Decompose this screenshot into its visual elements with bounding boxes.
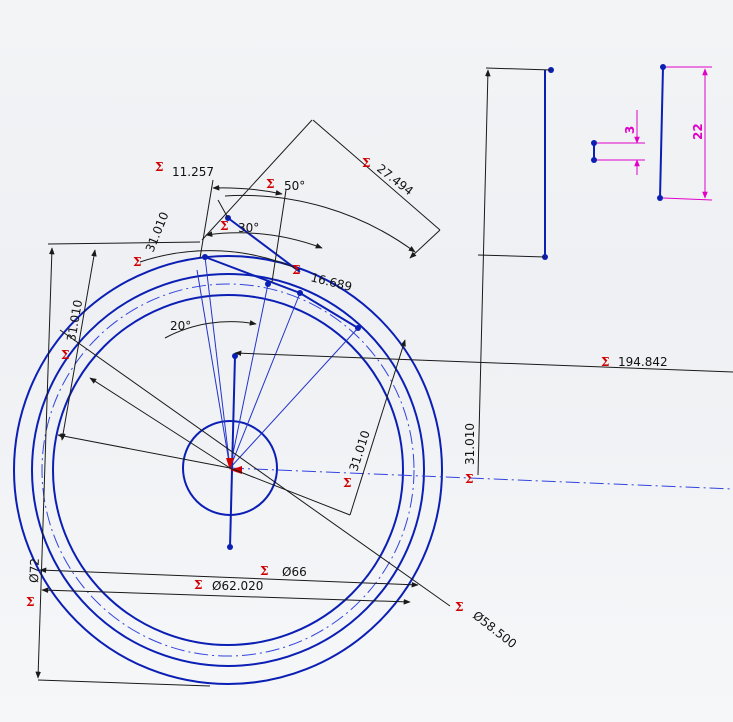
dim-27494-label[interactable]: 27.494 xyxy=(374,161,416,198)
dimension-lines xyxy=(35,67,733,687)
construction-rays xyxy=(196,256,359,469)
relation-symbol: Σ xyxy=(61,348,69,362)
dia-58-5-line xyxy=(59,329,451,607)
dim-194842-line xyxy=(234,350,733,373)
dim-31010-angled-label[interactable]: 31.010 xyxy=(143,210,172,254)
dia-72-line xyxy=(35,247,55,679)
dia-72-label[interactable]: Ø72 xyxy=(27,558,42,583)
relation-symbol: Σ xyxy=(133,255,141,269)
relation-symbol: Σ xyxy=(465,472,473,486)
dia-62020-label[interactable]: Ø62.020 xyxy=(212,579,263,593)
angle-50-label[interactable]: 50° xyxy=(284,179,305,193)
relation-symbol: Σ xyxy=(155,160,163,174)
driven-dim-22-label[interactable]: 22 xyxy=(691,123,705,140)
horizontal-centerline[interactable] xyxy=(229,467,733,490)
dimension-labels: 11.257 50° 27.494 31.010 30° 16.689 31.0… xyxy=(27,123,705,651)
dia-62-line xyxy=(41,587,411,605)
relation-symbol: Σ xyxy=(362,156,370,170)
offset-line-3[interactable] xyxy=(659,66,664,199)
relation-symbol: Σ xyxy=(343,476,351,490)
dia-58500-label[interactable]: Ø58.500 xyxy=(470,608,519,651)
relation-symbol: Σ xyxy=(26,595,34,609)
relation-symbol: Σ xyxy=(455,600,463,614)
driven-dimensions xyxy=(597,66,713,201)
driven-dim-3-label[interactable]: 3 xyxy=(623,126,637,134)
sketch-points xyxy=(202,64,666,550)
dim-31010-radial-label[interactable]: 31.010 xyxy=(347,429,373,473)
angle-arcs xyxy=(139,184,416,339)
relation-symbols: Σ Σ Σ Σ Σ Σ Σ Σ Σ Σ Σ Σ Σ Σ xyxy=(26,156,609,614)
relation-symbol: Σ xyxy=(260,564,268,578)
dim-16689-label[interactable]: 16.689 xyxy=(309,270,353,294)
dia-66-line xyxy=(39,567,419,588)
angle-30-label[interactable]: 30° xyxy=(238,221,259,235)
sketch-geometry xyxy=(13,66,664,685)
dim-11257-label[interactable]: 11.257 xyxy=(172,165,214,179)
relation-symbol: Σ xyxy=(194,578,202,592)
dim-31010-radial xyxy=(229,467,351,516)
dim-194842-label[interactable]: 194.842 xyxy=(618,355,668,369)
circle-66[interactable] xyxy=(31,273,425,667)
dim-31010-left-label[interactable]: 31.010 xyxy=(64,299,85,343)
relation-symbol: Σ xyxy=(292,263,300,277)
dim-31010-vertical xyxy=(477,69,491,476)
angle-20-label[interactable]: 20° xyxy=(170,319,191,333)
construction-centerlines xyxy=(41,283,733,657)
dia-66-label[interactable]: Ø66 xyxy=(282,565,307,579)
dim-31010-vertical-label[interactable]: 31.010 xyxy=(463,423,477,465)
relation-symbol: Σ xyxy=(601,355,609,369)
relation-symbol: Σ xyxy=(220,219,228,233)
outer-circle-72[interactable] xyxy=(13,255,443,685)
relation-symbol: Σ xyxy=(266,177,274,191)
